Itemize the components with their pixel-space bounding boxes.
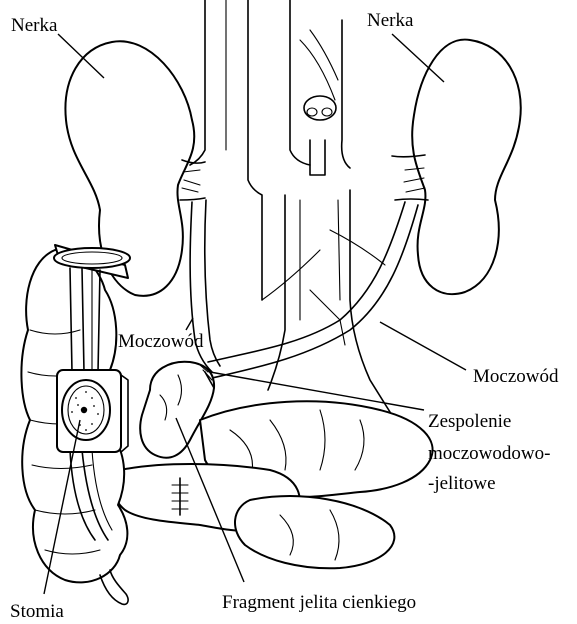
label-ureter-right: Moczowód — [473, 366, 559, 387]
label-stoma: Stomia — [10, 601, 64, 622]
label-kidney-left: Nerka — [11, 15, 58, 36]
label-ureter-left: Moczowód — [118, 331, 204, 352]
label-anastomosis-line1: Zespolenie — [428, 411, 511, 432]
leader-ureter-right — [380, 322, 466, 370]
label-kidney-right: Nerka — [367, 10, 414, 31]
right-kidney — [392, 40, 521, 295]
label-anastomosis-line3: -jelitowe — [428, 473, 496, 494]
label-ileal-segment: Fragment jelita cienkiego — [222, 592, 416, 613]
ureters — [190, 200, 418, 378]
stoma — [57, 370, 128, 452]
leader-ureter-left — [186, 318, 193, 330]
label-anastomosis-line2: moczowodowo- — [428, 443, 550, 464]
